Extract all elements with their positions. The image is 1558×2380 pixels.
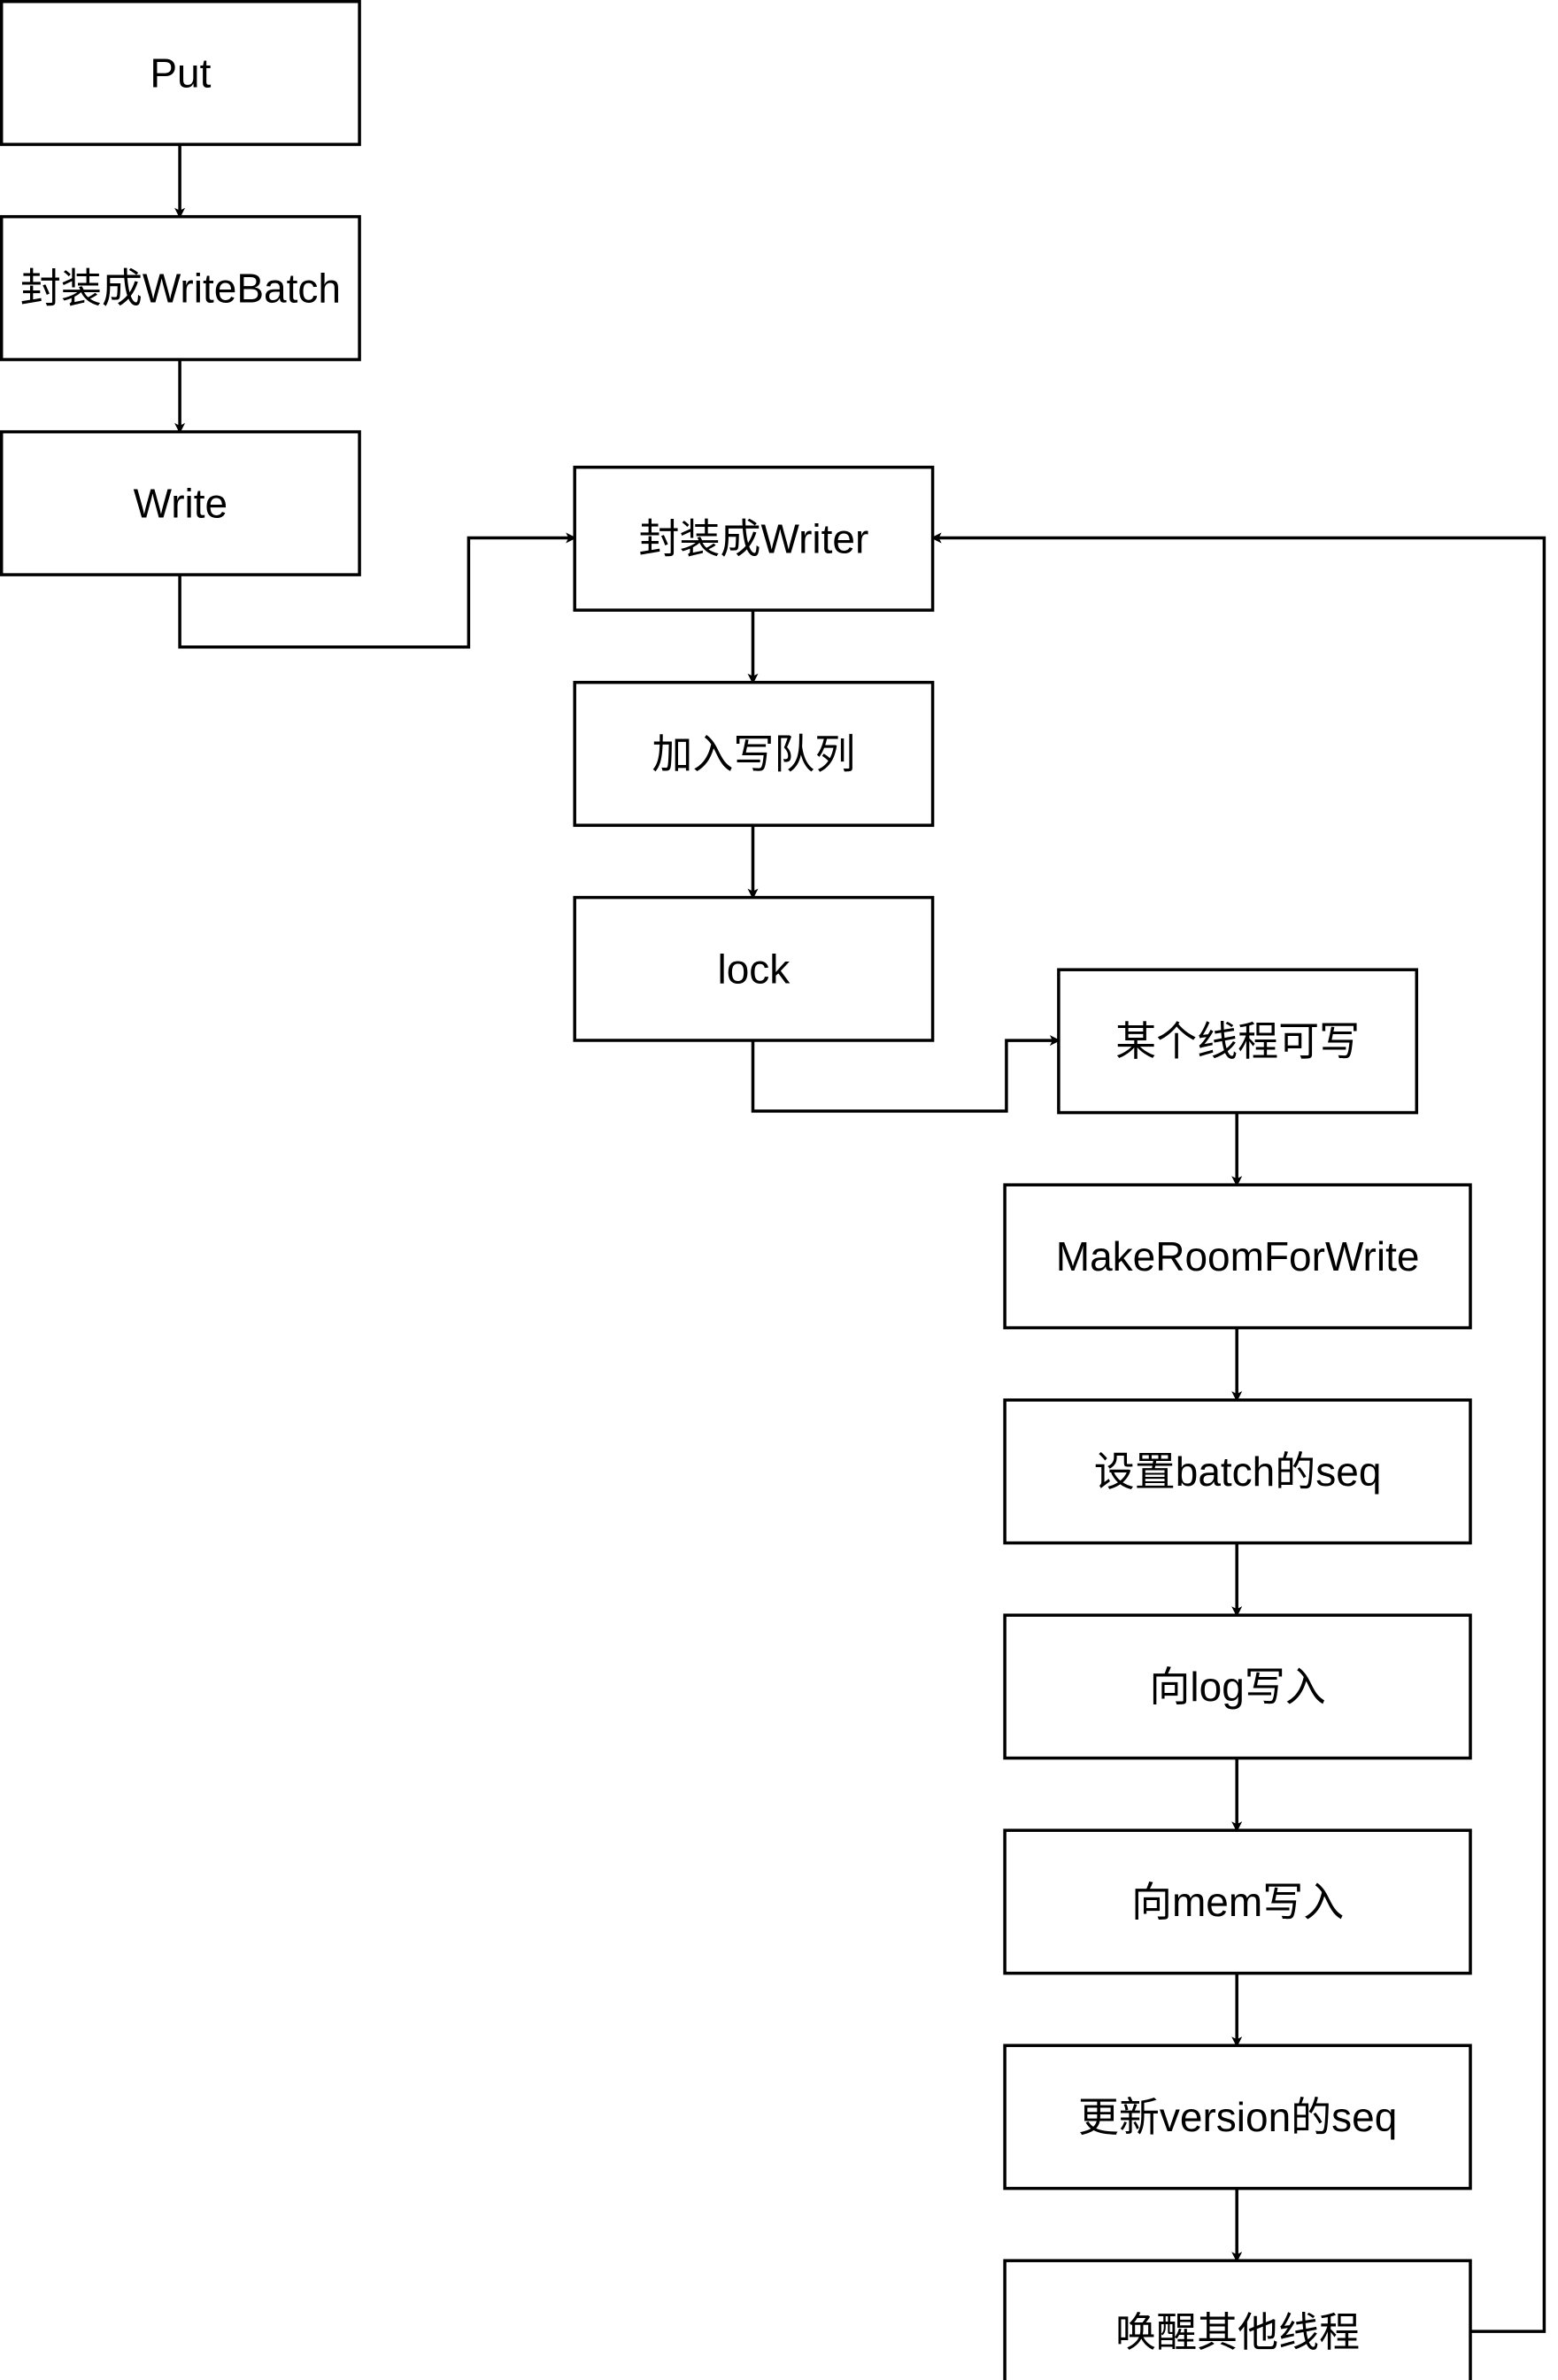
node-label: 封装成WriteBatch: [20, 265, 341, 311]
node-label: 加入写队列: [652, 730, 855, 777]
node-box: [1003, 1398, 1472, 1545]
node-wrap-writebatch: 封装成WriteBatch: [0, 214, 361, 361]
node-join-queue: 加入写队列: [573, 680, 935, 827]
node-make-room: MakeRoomForWrite: [1003, 1183, 1472, 1330]
edges: [174, 144, 1546, 2333]
node-box: [1003, 1183, 1472, 1330]
arrow-write-to-wrap-writer: [178, 532, 577, 649]
node-box: [1003, 1828, 1472, 1975]
node-thread-writable: 某个线程可写: [1057, 968, 1419, 1115]
node-box: [573, 680, 935, 827]
node-write-log: 向log写入: [1003, 1613, 1472, 1760]
node-label: 向mem写入: [1131, 1879, 1344, 1925]
node-write-mem: 向mem写入: [1003, 1828, 1472, 1975]
node-update-version-seq: 更新version的seq: [1003, 2044, 1472, 2191]
node-box: [1003, 1613, 1472, 1760]
node-label: lock: [717, 946, 791, 992]
node-put: Put: [0, 0, 361, 146]
node-label: 封装成Writer: [638, 515, 868, 561]
arrow-lock-to-thread-writable: [751, 1035, 1061, 1113]
arrow-wake-threads-to-wrap-writer: [930, 532, 1546, 2333]
node-wake-threads: 唤醒其他线程: [1003, 2259, 1472, 2380]
node-lock: lock: [573, 895, 935, 1042]
node-box: [1057, 968, 1419, 1115]
node-box: [0, 0, 361, 146]
node-box: [0, 429, 361, 576]
node-label: 设置batch的seq: [1094, 1449, 1382, 1495]
node-label: 某个线程可写: [1115, 1018, 1360, 1064]
node-box: [1003, 2259, 1472, 2380]
node-label: 更新version的seq: [1078, 2094, 1397, 2140]
node-box: [573, 465, 935, 612]
node-label: MakeRoomForWrite: [1056, 1233, 1420, 1279]
node-label: Write: [134, 480, 228, 526]
node-label: 向log写入: [1149, 1664, 1325, 1710]
node-box: [1003, 2044, 1472, 2191]
node-wrap-writer: 封装成Writer: [573, 465, 935, 612]
node-box: [0, 214, 361, 361]
node-label: Put: [150, 50, 211, 96]
node-set-batch-seq: 设置batch的seq: [1003, 1398, 1472, 1545]
node-box: [573, 895, 935, 1042]
node-write: Write: [0, 429, 361, 576]
node-label: 唤醒其他线程: [1115, 2309, 1360, 2355]
